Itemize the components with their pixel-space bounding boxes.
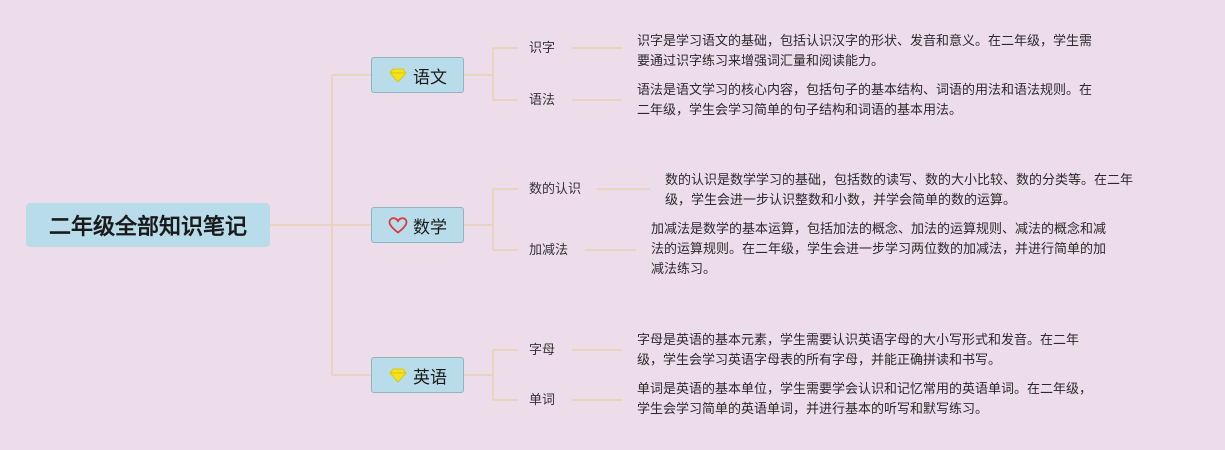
topic-description: 识字是学习语文的基础，包括认识汉字的形状、发音和意义。在二年级，学生需 要通过识… [637,34,1093,69]
subject-node-math[interactable]: 数学 [371,207,464,243]
heart-icon [388,216,408,234]
diamond-icon [388,66,408,84]
subject-label: 数学 [413,217,447,238]
topic-node[interactable]: 字母 [529,343,556,358]
topic-node[interactable]: 识字 [529,41,556,56]
topic-description: 加减法是数学的基本运算，包括加法的概念、加法的运算规则、减法的概念和减 法的运算… [651,222,1107,277]
root-node[interactable]: 二年级全部知识笔记 [26,203,270,247]
topic-node[interactable]: 加减法 [529,243,569,258]
topic-node[interactable]: 单词 [529,393,556,408]
topic-description: 单词是英语的基本单位，学生需要学会认识和记忆常用的英语单词。在二年级， 学生会学… [637,382,1093,417]
topic-description: 字母是英语的基本元素，学生需要认识英语字母的大小写形式和发音。在二年 级，学生会… [637,333,1080,368]
diamond-icon [388,366,408,384]
topic-description: 语法是语文学习的核心内容，包括句子的基本结构、词语的用法和语法规则。在 二年级，… [637,83,1093,118]
subject-node-english[interactable]: 英语 [371,357,464,393]
topic-node[interactable]: 数的认识 [529,182,582,197]
subject-label: 英语 [413,367,447,388]
topic-node[interactable]: 语法 [529,93,556,108]
subject-node-chinese[interactable]: 语文 [371,57,464,93]
root-title: 二年级全部知识笔记 [48,215,247,240]
topic-description: 数的认识是数学学习的基础，包括数的读写、数的大小比较、数的分类等。在二年 级，学… [665,173,1134,208]
subject-label: 语文 [413,67,447,88]
